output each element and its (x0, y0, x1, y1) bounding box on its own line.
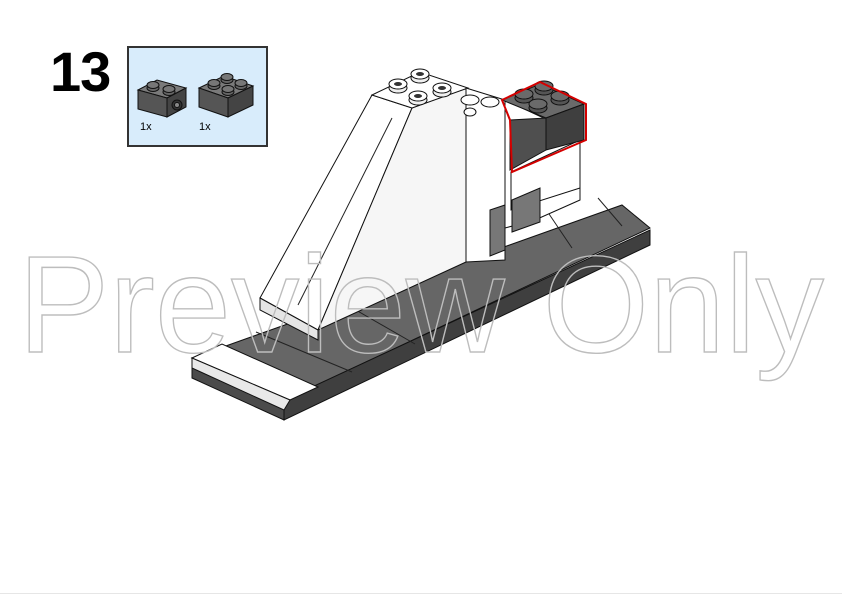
parts-illustrations (136, 73, 255, 118)
part-1-quantity: 1x (140, 121, 152, 133)
new-2x2-brick-highlighted (500, 80, 587, 174)
part-2-quantity: 1x (199, 121, 211, 133)
base-plate (190, 197, 651, 421)
part-2x2-brick-icon (197, 73, 255, 118)
parts-list-callout: 1x 1x (127, 46, 268, 147)
step-number: 13 (50, 40, 111, 103)
part-technic-brick-icon (136, 79, 188, 118)
bottom-divider (0, 593, 842, 594)
white-slope-brick (259, 87, 467, 341)
